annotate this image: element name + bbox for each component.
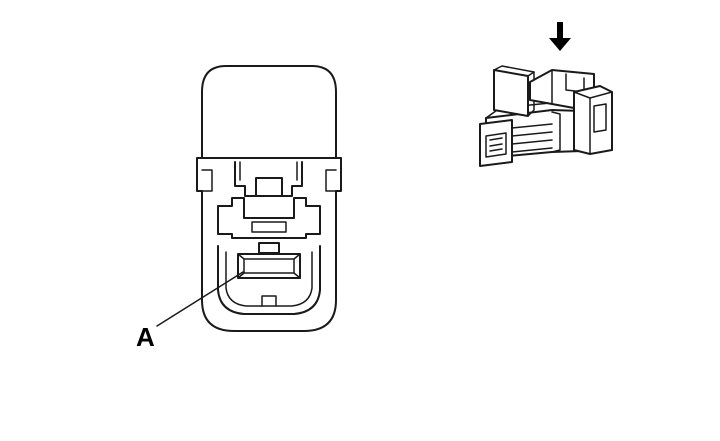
iso-side-ribs	[511, 123, 553, 153]
terminal-a	[237, 253, 301, 279]
iso-rear-window	[593, 103, 607, 133]
connector-outer-shell	[196, 65, 342, 332]
terminal-cavity-inner	[225, 251, 313, 307]
connector-isometric-view	[479, 22, 613, 167]
iso-front-slot	[485, 132, 507, 158]
arrow-down-icon	[549, 22, 571, 51]
iso-latch-lid-top	[493, 65, 535, 77]
iso-rear-block	[573, 85, 613, 155]
terminal-lock-tab	[258, 242, 280, 254]
terminal-cavity	[217, 245, 321, 315]
latch-side-step-left	[201, 169, 213, 192]
latch-side-step-right	[325, 169, 337, 192]
latch-window	[255, 177, 283, 197]
iso-front-inner-lines	[489, 137, 503, 152]
cavity-bottom-key	[261, 295, 277, 307]
inner-slot	[251, 221, 287, 233]
connector-front-view	[156, 65, 342, 332]
inner-cavity-wall	[217, 197, 321, 239]
callout-label-a: A	[136, 322, 155, 352]
callout-leader-line	[156, 271, 244, 327]
iso-front-face	[479, 119, 513, 167]
iso-center-key	[551, 111, 561, 153]
iso-latch-lid	[493, 69, 529, 117]
iso-rear-edge	[573, 91, 613, 155]
